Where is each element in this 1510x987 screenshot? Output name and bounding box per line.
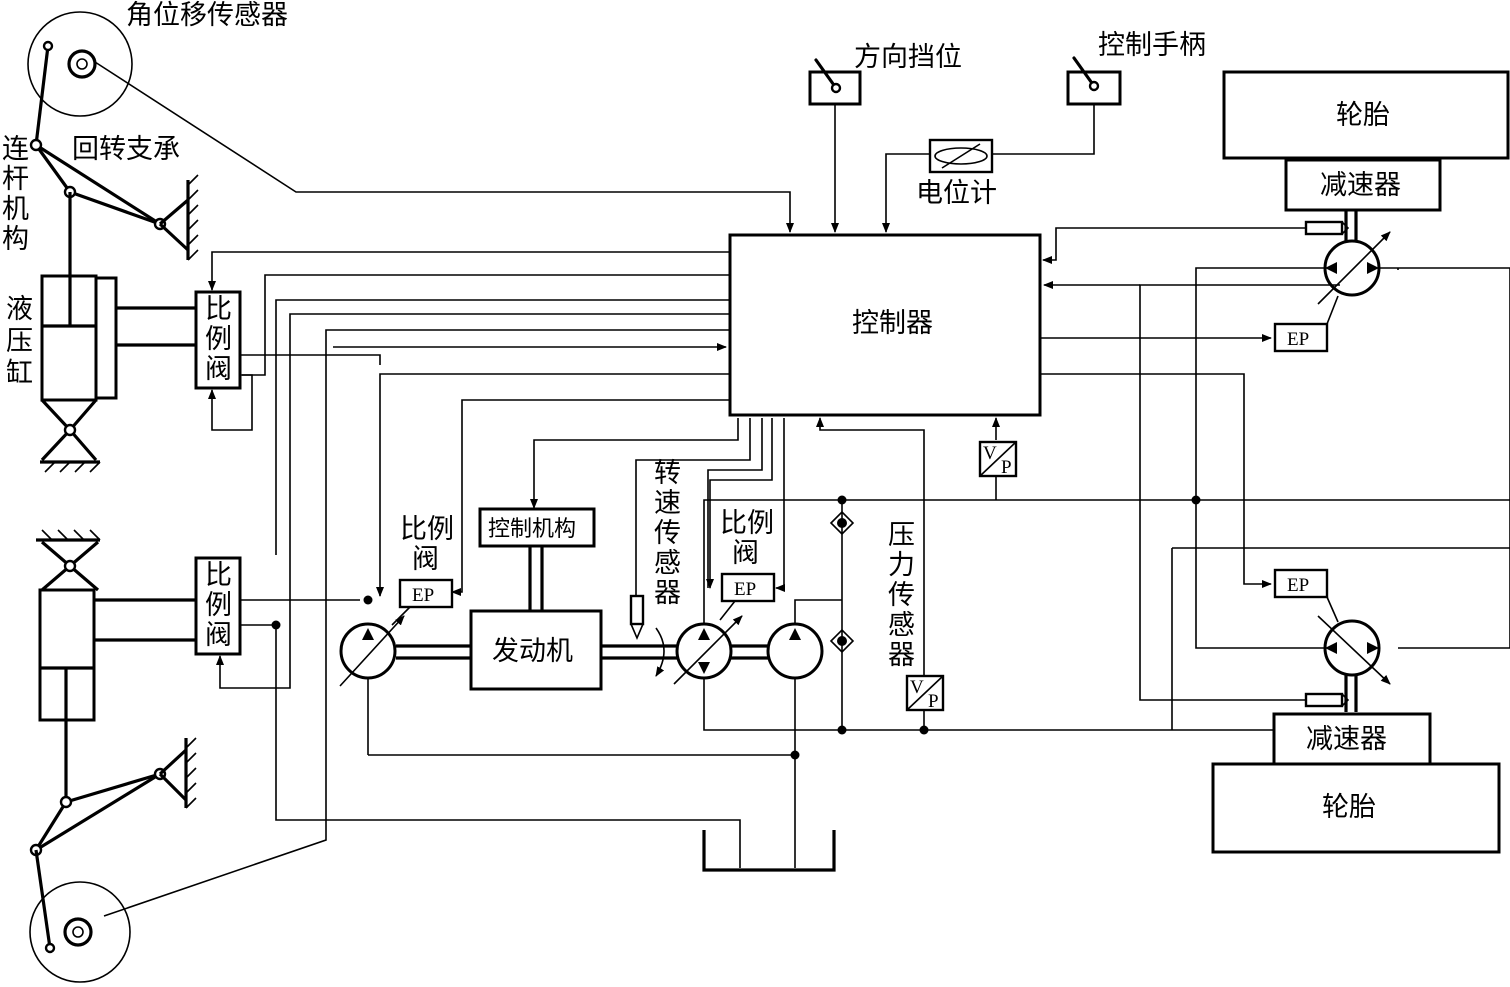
pv-mid-left-label-1: 比例 xyxy=(400,514,454,545)
reducer-top xyxy=(1284,158,1442,244)
cylinder-top xyxy=(40,274,196,473)
pump-charge xyxy=(766,622,824,680)
controller-box xyxy=(728,233,1042,417)
control-mechanism-box xyxy=(478,507,596,610)
pv-mid-left-label-2: 阀 xyxy=(412,544,439,575)
motor-top xyxy=(1042,220,1391,305)
cylinder-bottom xyxy=(36,529,196,802)
slew-bearing-label: 回转支承 xyxy=(72,134,180,165)
sensor-top-signal xyxy=(94,61,794,233)
reducer-bottom-label: 减速器 xyxy=(1306,724,1387,755)
ep-valve-left: EP xyxy=(391,578,454,626)
speed-sensor-label-1: 转 xyxy=(654,458,681,489)
tire-bottom xyxy=(1211,762,1501,854)
pv-top-label-3: 阀 xyxy=(205,354,232,385)
control-handle-label: 控制手柄 xyxy=(1098,30,1206,61)
pv-top-label-1: 比 xyxy=(205,294,232,325)
tire-top-label: 轮胎 xyxy=(1336,100,1390,131)
svg-text:EP: EP xyxy=(734,579,756,600)
pv-bottom-label-1: 比 xyxy=(205,560,232,591)
linkage-label-3: 机 xyxy=(2,194,29,225)
linkage-label-1: 连 xyxy=(2,134,29,165)
speed-sensor-label-3: 传 xyxy=(654,518,681,549)
tire-top xyxy=(1222,70,1510,160)
engine-box xyxy=(396,609,678,691)
linkage-label-4: 构 xyxy=(2,224,29,255)
angle-sensor-bottom xyxy=(29,881,131,983)
linkage-bottom xyxy=(29,737,197,949)
vp-converter-upper: V P xyxy=(978,440,1018,500)
svg-text:EP: EP xyxy=(412,585,434,606)
controller-label: 控制器 xyxy=(852,308,933,339)
check-valve-upper xyxy=(829,510,855,536)
pressure-sensor-label-5: 器 xyxy=(888,640,915,671)
speed-sensor-label-4: 感 xyxy=(654,548,681,579)
pressure-sensor-label-4: 感 xyxy=(888,610,915,641)
svg-text:P: P xyxy=(928,691,939,712)
svg-text:EP: EP xyxy=(1287,329,1309,350)
pressure-sensor-label-1: 压 xyxy=(888,520,915,551)
svg-text:V: V xyxy=(983,443,997,464)
pv-mid-right-label-2: 阀 xyxy=(732,538,759,569)
potentiometer-label: 电位计 xyxy=(916,178,997,209)
reducer-bottom xyxy=(1272,712,1432,766)
pump-mid xyxy=(673,615,768,685)
pv-top-label-2: 例 xyxy=(205,324,232,355)
cylinder-label-3: 缸 xyxy=(6,358,33,389)
pressure-sensor-label-2: 力 xyxy=(888,550,915,581)
angle-sensor-label: 角位移传感器 xyxy=(126,0,288,31)
engine-label: 发动机 xyxy=(492,636,573,667)
svg-text:V: V xyxy=(910,677,924,698)
reducer-top-label: 减速器 xyxy=(1320,170,1401,201)
pressure-sensor-label-3: 传 xyxy=(888,580,915,611)
cylinder-label-1: 液 xyxy=(6,294,33,325)
control-mechanism-label: 控制机构 xyxy=(488,517,576,542)
ep-valve-mid: EP xyxy=(719,572,776,621)
motor-bottom xyxy=(1304,615,1391,712)
speed-sensor-label-5: 器 xyxy=(654,578,681,609)
ep-valve-right-top: EP xyxy=(1273,295,1339,353)
direction-gear-label: 方向挡位 xyxy=(854,42,962,73)
svg-text:EP: EP xyxy=(1287,575,1309,596)
pump-left xyxy=(339,615,405,755)
tire-bottom-label: 轮胎 xyxy=(1322,792,1376,823)
speed-sensor xyxy=(629,594,665,677)
cylinder-label-2: 压 xyxy=(6,326,33,357)
direction-gear xyxy=(808,58,862,233)
vp-converter-lower: V P xyxy=(905,674,945,712)
proportional-valve-bottom xyxy=(194,556,242,656)
tank xyxy=(702,830,836,872)
pv-bottom-label-2: 例 xyxy=(205,590,232,621)
sensor-bottom-signal xyxy=(103,329,730,917)
svg-text:P: P xyxy=(1001,457,1012,478)
linkage-top xyxy=(29,138,199,275)
proportional-valve-top xyxy=(194,290,242,390)
check-valve-lower xyxy=(829,628,855,654)
potentiometer xyxy=(882,138,994,233)
ep-valve-right-bottom: EP xyxy=(1273,568,1339,623)
control-handle xyxy=(992,56,1122,155)
angle-sensor-top xyxy=(27,11,133,146)
speed-sensor-label-2: 速 xyxy=(654,488,681,519)
pv-mid-right-label-1: 比例 xyxy=(720,508,774,539)
pv-bottom-label-3: 阀 xyxy=(205,620,232,651)
linkage-label-2: 杆 xyxy=(2,164,29,195)
